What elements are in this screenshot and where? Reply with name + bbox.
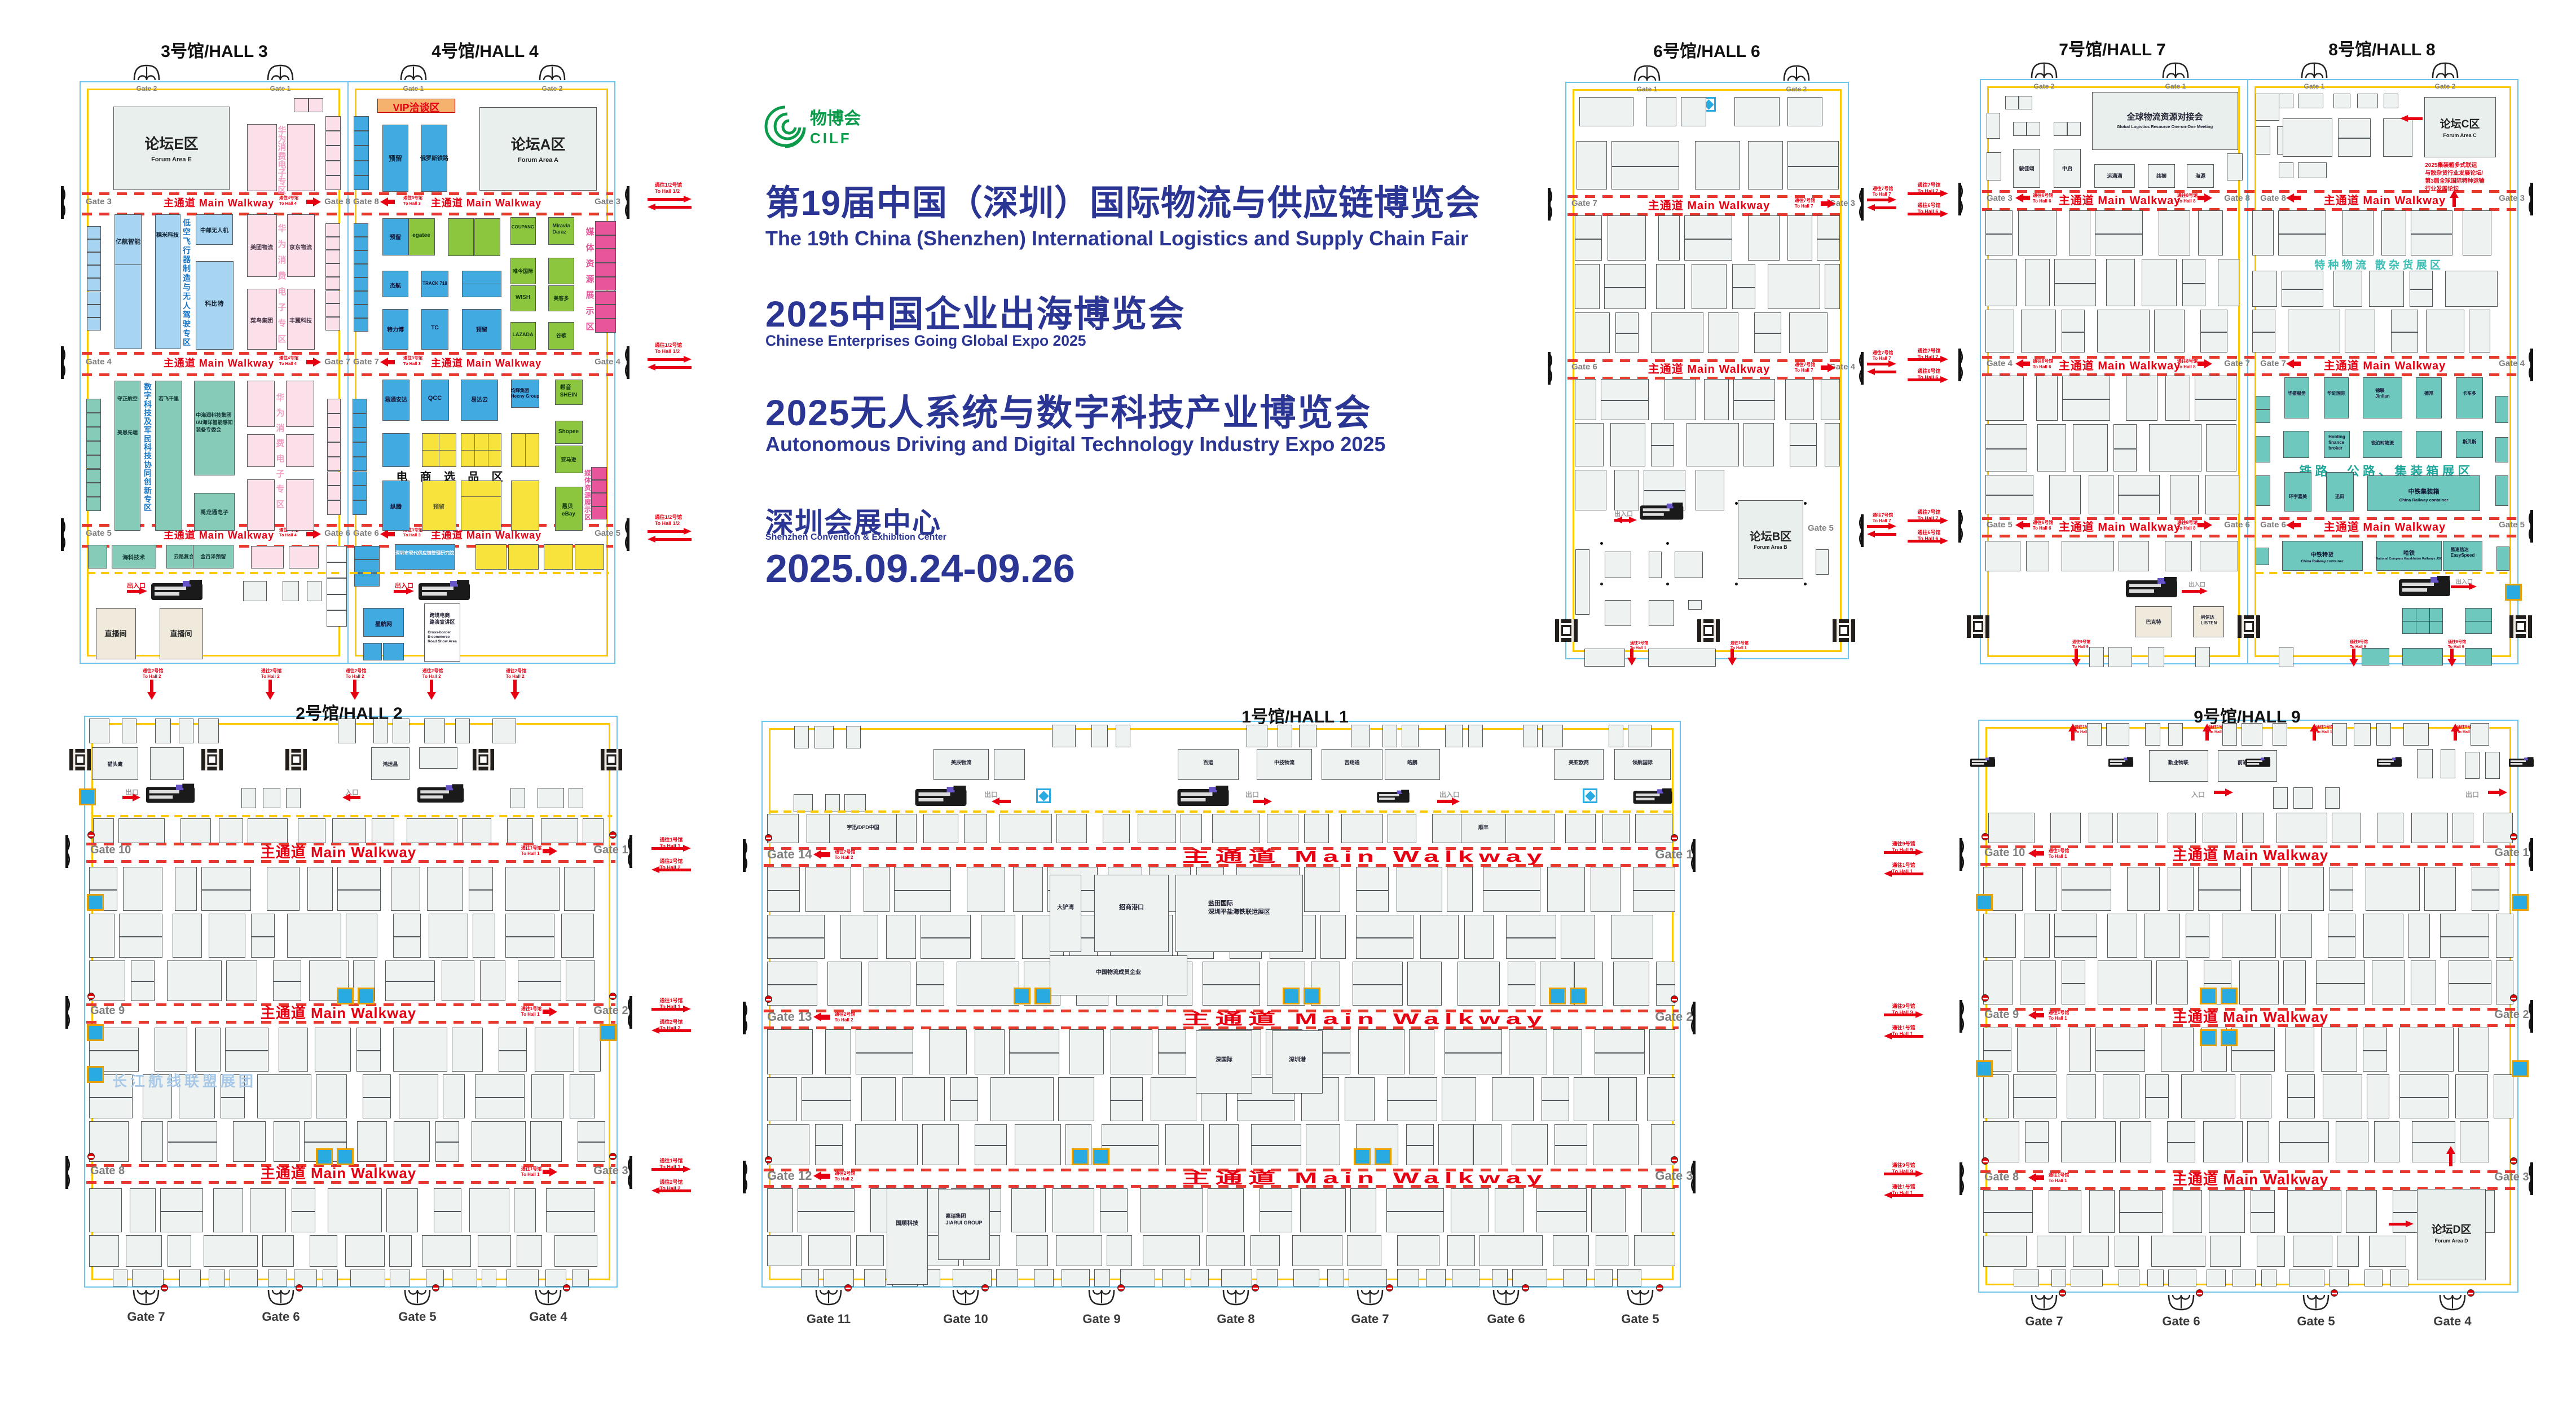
svg-text:CILF: CILF — [810, 130, 852, 147]
svg-text:物博会: 物博会 — [810, 109, 861, 128]
